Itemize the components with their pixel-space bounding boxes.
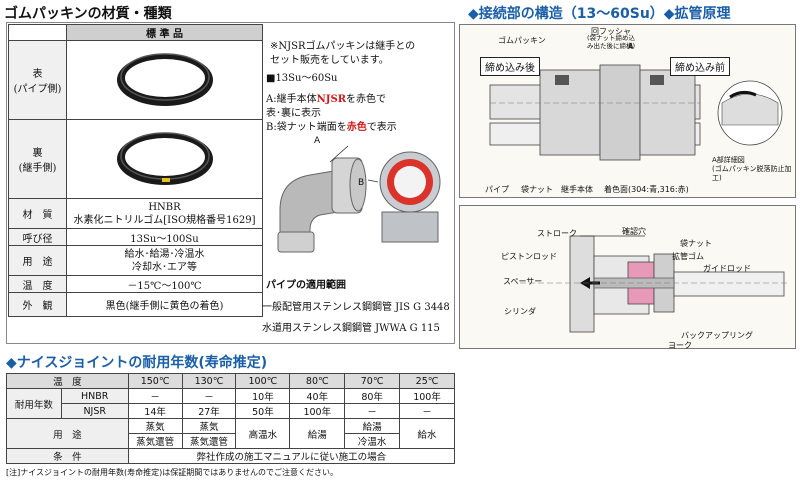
condition-label: 条 件 xyxy=(6,448,129,464)
years-label: 耐用年数 xyxy=(6,388,62,419)
material-section-title: ゴムパッキンの材質・種類 xyxy=(4,6,172,22)
appearance-value: 黒色(継手側に黄色の着色) xyxy=(66,292,263,317)
back-label: 裏 (継手側) xyxy=(8,119,67,199)
hnbr-70: 80年 xyxy=(344,388,401,404)
temp-100: 100℃ xyxy=(235,373,291,389)
front-ring-image xyxy=(66,40,263,120)
label-bag-nut: 袋ナット xyxy=(521,185,553,194)
label-yoke: ヨーク xyxy=(668,341,692,350)
hnbr-150: － xyxy=(127,388,183,404)
njsr-150: 14年 xyxy=(127,403,183,419)
pipe-standard-2: 水道用ステンレス鋼鋼管 JWWA G 115 xyxy=(262,323,440,334)
label-guide-rod: ガイドロッド xyxy=(703,264,751,273)
material-label: 材 質 xyxy=(8,198,67,229)
use2-150: 蒸気還管 xyxy=(127,433,183,449)
material-panel xyxy=(6,22,455,344)
a-marking-note: A:継手本体NJSRを赤色で 表･裏に表示 xyxy=(266,93,386,121)
use-value: 給水･給湯･冷温水 冷却水･エア等 xyxy=(66,245,263,276)
label-cylinder: シリンダ xyxy=(504,307,536,316)
use2-70: 冷温水 xyxy=(344,433,401,449)
njsr-label: NJSR xyxy=(60,403,129,419)
label-colored-surface: 着色面(304:青,316:赤) xyxy=(604,185,689,194)
njsr-100: 50年 xyxy=(235,403,291,419)
tightened-after-label: 締め込み後 xyxy=(480,57,540,76)
expansion-principle-diagram xyxy=(459,205,796,349)
hnbr-80: 40年 xyxy=(289,388,346,404)
rubber-ring-back-icon xyxy=(116,131,213,185)
b-note-red: 赤色 xyxy=(346,122,367,133)
service-life-table: 温 度 150℃ 130℃ 100℃ 80℃ 70℃ 25℃ 耐用年数 HNBR… xyxy=(6,373,456,464)
condition-value: 弊社作成の施工マニュアルに従い施工の場合 xyxy=(127,448,456,464)
size-label: 呼び径 xyxy=(8,228,67,246)
label-rubber-packing: ゴムパッキン xyxy=(498,36,546,45)
label-a-point: A xyxy=(628,42,634,51)
life-use-label: 用 途 xyxy=(6,418,129,449)
use2-130: 蒸気還管 xyxy=(181,433,237,449)
fitting-elbow-icon xyxy=(277,145,441,253)
label-piston-rod: ピストンロッド xyxy=(501,252,557,261)
label-washer-note: (袋ナット締め込 み出た後に締構) xyxy=(587,34,636,50)
expansion-principle-drawing xyxy=(520,235,790,333)
label-washer: 回フッシャ xyxy=(591,27,631,36)
pipe-range-title: パイプの適用範囲 xyxy=(266,280,346,291)
temp-80: 80℃ xyxy=(289,373,346,389)
use-25: 給水 xyxy=(399,418,455,449)
use1-70: 給湯 xyxy=(344,418,401,434)
set-sale-note: ※NJSRゴムパッキンは継手との セット販売をしています。 xyxy=(270,41,416,66)
use-label: 用 途 xyxy=(8,245,67,276)
label-fitting-body: 継手本体 xyxy=(561,185,593,194)
hnbr-25: 100年 xyxy=(399,388,455,404)
a-note-post: を赤色で 表･裏に表示 xyxy=(266,94,386,119)
b-marking-note: B:袋ナット端面を赤色で表示 xyxy=(266,121,397,135)
size-value: 13Su～100Su xyxy=(66,228,263,246)
label-spacer: スペーサー xyxy=(503,277,543,286)
appearance-label: 外 観 xyxy=(8,292,67,317)
size-range-note: ■13Su～60Su xyxy=(266,73,338,84)
material-table: 標 準 品 表 (パイプ側) 裏 (継手側) 材 質 HNBR 水素化ニトリルゴ… xyxy=(8,24,263,317)
a-note-pre: A:継手本体 xyxy=(266,94,317,105)
label-pipe: パイプ xyxy=(485,185,509,194)
tightened-before-label: 締め込み前 xyxy=(670,57,730,76)
temp-150: 150℃ xyxy=(127,373,183,389)
label-backup-ring: バックアップリング xyxy=(681,331,753,340)
njsr-70: － xyxy=(344,403,401,419)
hnbr-label: HNBR xyxy=(60,388,129,404)
use1-150: 蒸気 xyxy=(127,418,183,434)
b-note-post: で表示 xyxy=(366,122,397,133)
label-a: A xyxy=(314,136,321,146)
label-b: B xyxy=(358,178,365,188)
pipe-standard-1: 一般配管用ステンレス鋼鋼管 JIS G 3448 xyxy=(262,302,450,313)
material-value: HNBR 水素化ニトリルゴム[ISO規格番号1629] xyxy=(66,198,263,229)
temp-header: 温 度 xyxy=(6,373,129,389)
label-check-hole: 確認穴 xyxy=(622,227,646,236)
temp-25: 25℃ xyxy=(399,373,455,389)
use-100: 高温水 xyxy=(235,418,291,449)
hnbr-130: － xyxy=(181,388,237,404)
standard-header: 標 準 品 xyxy=(66,24,263,41)
njsr-25: － xyxy=(399,403,455,419)
back-ring-image xyxy=(66,119,263,199)
njsr-130: 27年 xyxy=(181,403,237,419)
temp-70: 70℃ xyxy=(344,373,401,389)
rubber-ring-front-icon xyxy=(116,52,213,106)
temp-130: 130℃ xyxy=(181,373,237,389)
footnote: [注]ナイスジョイントの耐用年数(寿命推定)は保証期間ではありませんのでご注意く… xyxy=(6,468,339,477)
connection-structure-diagram xyxy=(459,24,796,198)
label-stroke: ストローク xyxy=(537,229,577,238)
njsr-80: 100年 xyxy=(289,403,346,419)
temp-label: 温 度 xyxy=(8,275,67,293)
front-label: 表 (パイプ側) xyxy=(8,40,67,120)
b-note-pre: B:袋ナット端面を xyxy=(266,122,347,133)
temp-value: －15℃～100℃ xyxy=(66,275,263,293)
life-section-title: ◆ナイスジョイントの耐用年数(寿命推定) xyxy=(6,355,268,371)
use-80: 給湯 xyxy=(289,418,346,449)
label-expansion-rubber: 拡管ゴム xyxy=(672,252,704,261)
structure-section-title: ◆接続部の構造（13～60Su）◆拡管原理 xyxy=(468,6,731,22)
a-note-red: NJSR xyxy=(316,94,346,105)
connection-structure-drawing xyxy=(489,64,783,161)
label-bag-nut-2: 袋ナット xyxy=(680,239,712,248)
hnbr-100: 10年 xyxy=(235,388,291,404)
use1-130: 蒸気 xyxy=(181,418,237,434)
label-a-detail: A部詳細図 (ゴムパッキン脱落防止加工) xyxy=(712,156,792,182)
